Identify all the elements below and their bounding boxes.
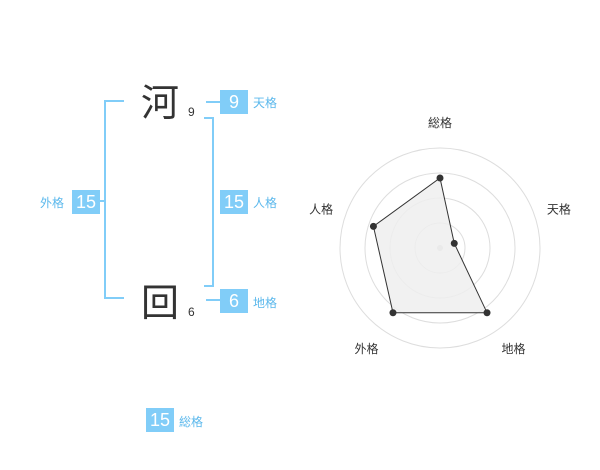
radar-point-5 — [369, 222, 377, 230]
surname-char: 河 — [141, 81, 180, 125]
gaikaku-value: 15 — [72, 190, 100, 214]
soukaku-value: 15 — [146, 408, 174, 432]
chikaku-value: 6 — [220, 289, 248, 313]
surname-stroke-count: 9 — [188, 105, 195, 119]
radar-axis-label-4: 外格 — [355, 341, 379, 356]
jinkaku-bracket-bottom — [204, 285, 214, 287]
given-stroke-count: 6 — [188, 305, 195, 319]
tenkaku-label: 天格 — [253, 96, 278, 110]
given-char: 回 — [141, 281, 180, 325]
chikaku-connector — [206, 299, 220, 301]
jinkaku-bracket-top — [204, 117, 214, 119]
chikaku-label: 地格 — [253, 296, 278, 310]
radar-point-1 — [436, 174, 444, 182]
tenkaku-value: 9 — [220, 90, 248, 114]
radar-point-2 — [450, 239, 458, 247]
radar-ring — [339, 147, 541, 349]
jinkaku-value: 15 — [220, 190, 248, 214]
gaikaku-label: 外格 — [40, 196, 65, 210]
radar-point-3 — [483, 309, 491, 317]
radar-shape — [372, 177, 488, 314]
radar-points — [369, 174, 491, 317]
radar-axis-label-3: 地格 — [501, 341, 525, 356]
radar-ring — [364, 172, 516, 324]
radar-axis-label-1: 総格 — [428, 115, 452, 130]
gaikaku-bracket-bottom — [104, 297, 124, 299]
gaikaku-bracket-vertical — [104, 100, 106, 299]
radar-axis-label-5: 人格 — [309, 201, 333, 216]
soukaku-label: 総格 — [179, 415, 204, 429]
radar-axis-label-2: 天格 — [547, 201, 571, 216]
jinkaku-label: 人格 — [253, 196, 278, 210]
gaikaku-connector — [98, 200, 106, 202]
gaikaku-bracket-top — [104, 100, 124, 102]
jinkaku-bracket-vertical — [212, 117, 214, 287]
radar-point-4 — [389, 309, 397, 317]
tenkaku-connector — [206, 101, 220, 103]
